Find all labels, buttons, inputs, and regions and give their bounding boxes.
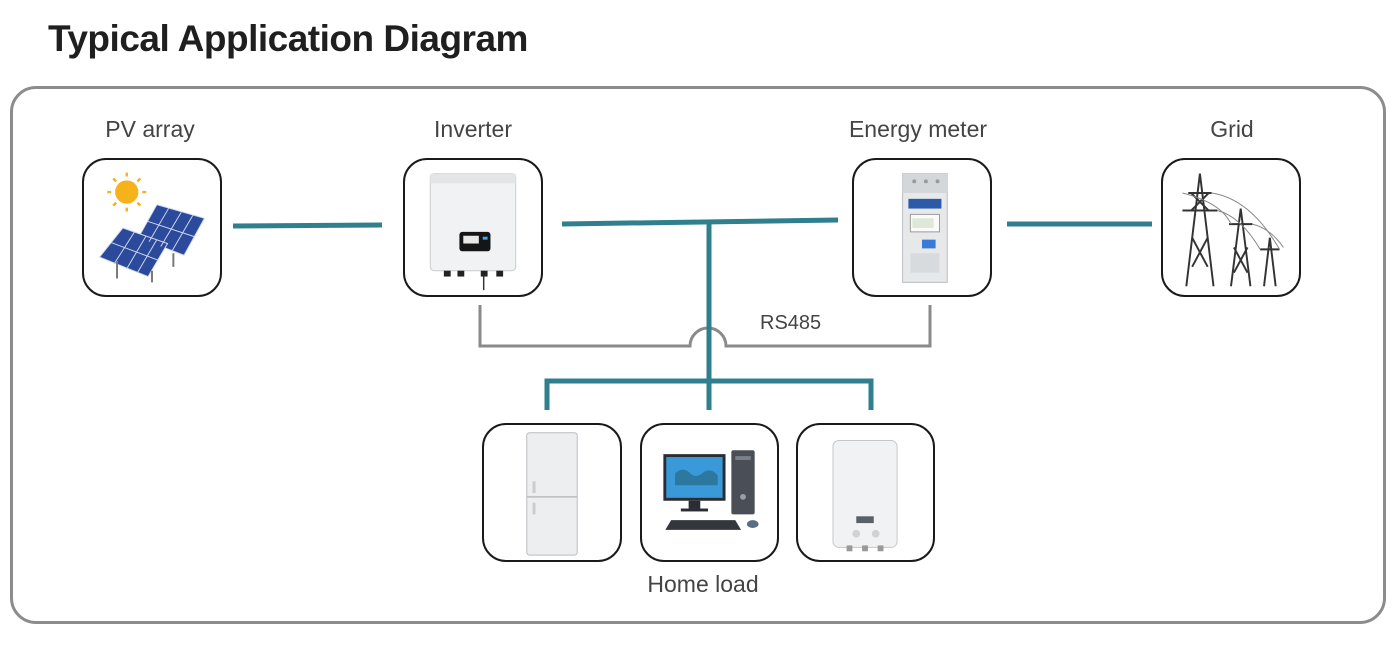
refrigerator-icon [526,432,578,556]
boiler-icon [832,440,898,552]
pv-inverter-line [232,222,383,229]
inverter-node [403,158,543,297]
home-device-computer [640,423,779,562]
solar-panel-icon [98,172,206,283]
pv-array-node [82,158,222,297]
energy-meter-icon [902,173,948,283]
grid-node [1161,158,1301,297]
power-pylon-icon [1182,173,1284,287]
inverter-icon [429,173,517,291]
energy-meter-node [852,158,992,297]
pv-array-label: PV array [105,116,195,142]
home-device-boiler [796,423,935,562]
rs485-label: RS485 [760,312,822,334]
energy-meter-label: Energy meter [848,116,988,142]
desktop-computer-icon [663,450,759,530]
home-device-fridge [482,423,622,562]
home-branch-line [544,378,874,410]
diagram-frame [10,86,1386,624]
inverter-label: Inverter [434,116,512,142]
rs485-line [478,305,932,348]
page-title: Typical Application Diagram [48,18,528,59]
inverter-meter-line [561,217,839,227]
grid-label: Grid [1210,116,1254,142]
home-load-label: Home load [647,571,759,597]
